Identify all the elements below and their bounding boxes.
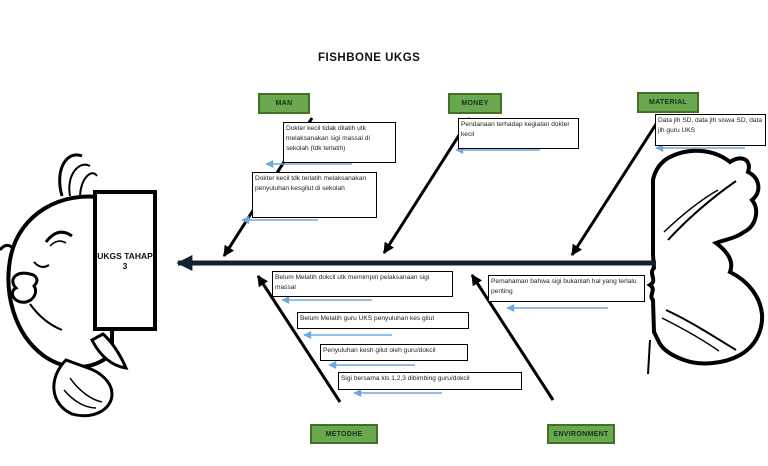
cause-box-man-1: Dokter kecil tidak dilatih utk melaksana…	[283, 122, 396, 163]
category-material: MATERIAL	[637, 92, 699, 113]
cause-box-metodhe-2: Belum Melatih guru UKS penyuluhan kes gi…	[297, 312, 469, 329]
cause-box-metodhe-3: Penyuluhan kesh gilut oleh guru/dokcil	[320, 344, 468, 361]
cause-box-material-1: Data jlh SD, data jlh siswa SD, data jlh…	[655, 114, 766, 146]
effect-box-line1: UKGS TAHAP	[97, 250, 153, 261]
effect-box: UKGS TAHAP 3	[93, 190, 157, 331]
cause-box-metodhe-1: Belum Melatih dokcil utk memimpin pelaks…	[272, 271, 453, 297]
category-environment: ENVIRONMENT	[547, 424, 615, 444]
cause-box-money-1: Pendanaan terhadap kegiatan dokter kecil	[458, 118, 579, 149]
cause-box-metodhe-4: Sigi bersama kls 1,2,3 dibimbing guru/do…	[338, 372, 522, 390]
cause-box-man-2: Dokter kecil tdk terlatih melaksanakan p…	[252, 172, 377, 218]
category-money: MONEY	[448, 93, 502, 114]
effect-box-line2: 3	[122, 260, 128, 271]
category-metodhe: METODHE	[310, 424, 378, 444]
diagram-title: FISHBONE UKGS	[318, 52, 421, 64]
fish-tail-art	[646, 148, 765, 375]
bone-material	[570, 117, 662, 256]
category-man: MAN	[258, 93, 310, 114]
cause-box-environment-1: Pemahaman bahwa sigi bukanlah hal yang t…	[488, 275, 645, 302]
